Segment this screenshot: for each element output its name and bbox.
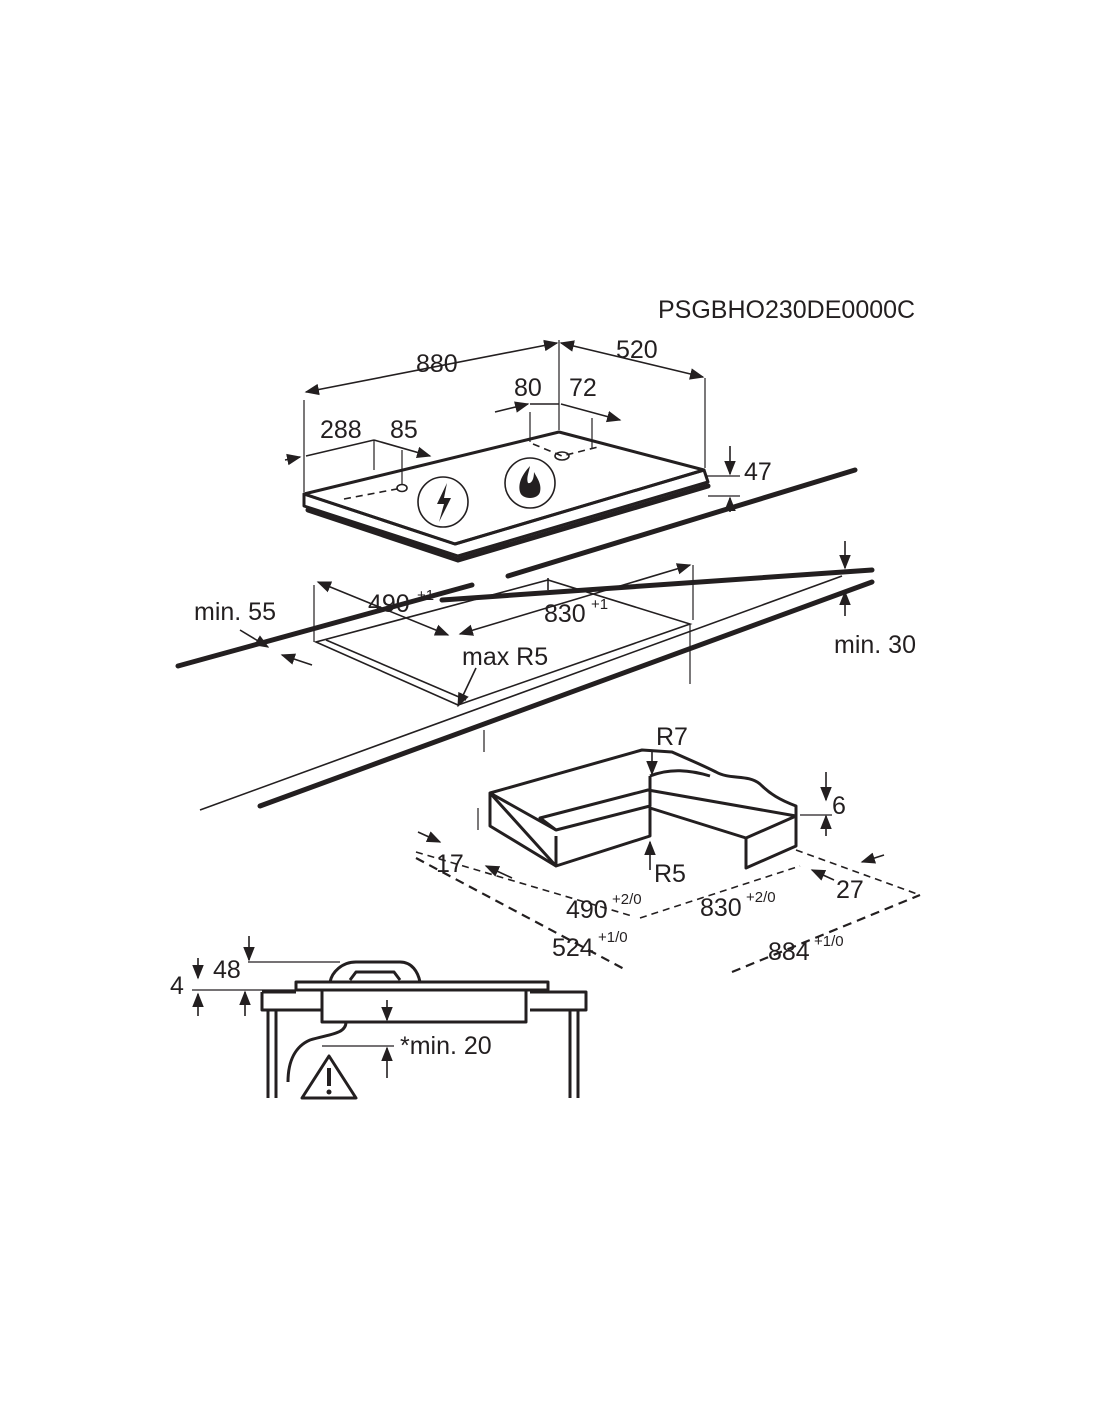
lightning-icon (417, 476, 469, 528)
hob-base-line (305, 483, 711, 563)
worktop-cutout (175, 467, 875, 830)
flame-icon (504, 457, 556, 509)
dim-outer-width-tol: +1/0 (814, 933, 844, 950)
dim-r5: R5 (654, 860, 686, 888)
dim-min-clearance: *min. 20 (400, 1032, 492, 1060)
dim-rim: 4 (170, 972, 184, 1000)
dim-inner-width-tol: +2/0 (746, 889, 776, 906)
dim-inner-depth-tol: +2/0 (612, 891, 642, 908)
dim-r7: R7 (656, 723, 688, 751)
dim-outer-width: 884 (768, 938, 810, 966)
flush-mount-detail (415, 748, 921, 974)
dim-cutout-depth: 490 (368, 590, 410, 618)
dim-radius: max R5 (462, 643, 548, 671)
dim-edge-left: 17 (436, 850, 464, 878)
dim-outer-depth-tol: +1/0 (598, 929, 628, 946)
electric-inlet-mark (396, 483, 408, 493)
dim-inner-width: 830 (700, 894, 742, 922)
dim-cutout-depth-tol: +1 (417, 587, 434, 604)
product-code: PSGBHO230DE0000C (658, 296, 915, 324)
dim-edge-right: 27 (836, 876, 864, 904)
dim-left-offset: 288 (320, 416, 362, 444)
warning-triangle-icon (300, 1054, 358, 1100)
dim-total-height: 48 (213, 956, 241, 984)
dim-cutout-width-tol: +1 (591, 596, 608, 613)
dim-min-front: min. 55 (194, 598, 276, 626)
dim-gas-offset: 80 (514, 374, 542, 402)
dim-rebate-depth: 6 (832, 792, 846, 820)
dim-inner-depth: 490 (566, 896, 608, 924)
hob-dimensions (284, 339, 740, 512)
gas-inlet-mark (554, 451, 570, 461)
dim-cutout-width: 830 (544, 600, 586, 628)
section-view (192, 936, 588, 1100)
dim-gas-spacing: 72 (569, 374, 597, 402)
dim-min-back: min. 30 (834, 631, 916, 659)
hob-group (302, 430, 711, 563)
dim-left-spacing: 85 (390, 416, 418, 444)
dim-width: 880 (416, 350, 458, 378)
hob-surface (302, 430, 706, 546)
dim-outer-depth: 524 (552, 934, 594, 962)
dim-depth: 520 (616, 336, 658, 364)
dim-height: 47 (744, 458, 772, 486)
